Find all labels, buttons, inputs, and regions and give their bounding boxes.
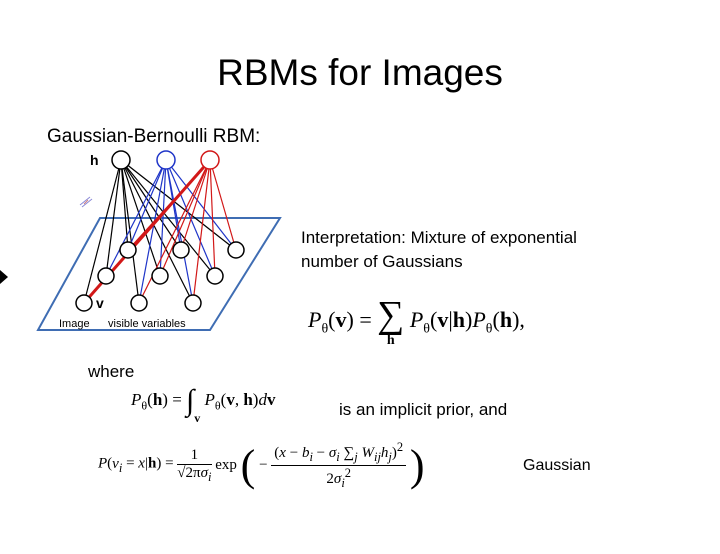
hidden-unit-2 [156,150,176,170]
gaussian-text: Gaussian [523,457,591,474]
prior-equation: Pθ(h) = ∫v Pθ(v, h)dv [131,384,276,425]
slide-subtitle: Gaussian-Bernoulli RBM: [47,126,261,147]
where-text: where [88,362,135,381]
visible-plane [36,217,282,331]
previous-slide-arrow-icon[interactable] [0,270,8,284]
visible-variables-label: visible variables [108,318,186,330]
visible-label: v [96,295,104,311]
hidden-unit-1-connections [83,159,237,304]
rbm-diagram: h v Image visible variables [36,150,282,331]
interpretation-text: Interpretation: Mixture of exponential n… [301,228,577,271]
hidden-label: h [90,152,99,168]
image-label: Image [59,318,90,330]
visible-unit [172,241,190,259]
prior-text: is an implicit prior, and [339,400,508,419]
visible-unit [75,294,93,312]
hidden-unit-3 [200,150,220,170]
gaussian-conditional-equation: P(vi = x|h) = 1 √2πσi exp ( − (x − bi − … [98,440,425,490]
hidden-unit-2-connections [105,159,237,304]
visible-unit [97,267,115,285]
visible-unit [151,267,169,285]
slide-title: RBMs for Images [217,52,503,93]
marginal-likelihood-equation: Pθ(v) = ∑ h Pθ(v|h)Pθ(h), [308,294,525,348]
visible-unit [130,294,148,312]
visible-unit [119,241,137,259]
visible-unit [184,294,202,312]
visible-unit [227,241,245,259]
image-thumbnail-icon [79,196,93,208]
hidden-unit-1 [111,150,131,170]
visible-unit [206,267,224,285]
visible-units [75,241,245,312]
